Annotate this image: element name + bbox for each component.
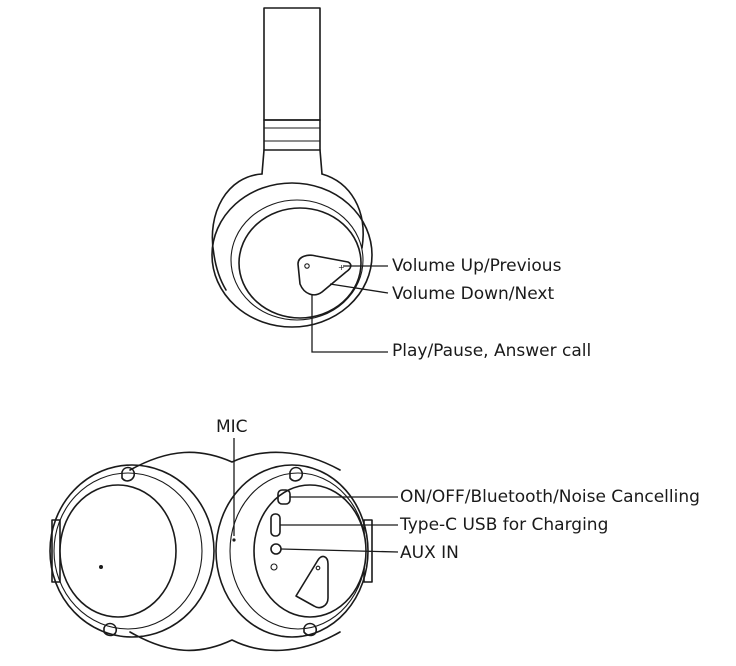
left-dot xyxy=(99,565,103,569)
led-indicator xyxy=(270,563,278,571)
label-volume-down: Volume Down/Next xyxy=(392,284,555,304)
headband-arc-top xyxy=(129,451,341,471)
label-usb: Type-C USB for Charging xyxy=(400,515,609,535)
left-earcup-ring xyxy=(53,472,203,630)
right-clip-bottom xyxy=(303,622,318,637)
leader-aux xyxy=(280,548,399,553)
earcup-outer xyxy=(211,182,373,328)
label-play-pause: Play/Pause, Answer call xyxy=(392,341,592,361)
label-volume-up: Volume Up/Previous xyxy=(392,256,562,276)
headband-arc-bottom xyxy=(129,631,341,652)
svg-text:+: + xyxy=(338,263,345,272)
leader-play-pause xyxy=(311,294,388,353)
headphone-side-view: + xyxy=(211,7,389,353)
left-earcup-plate xyxy=(59,484,177,618)
headband-fork xyxy=(261,149,323,175)
label-mic: MIC xyxy=(216,417,248,437)
touch-dot xyxy=(304,263,310,269)
yoke-right xyxy=(321,173,364,249)
earcup-plate xyxy=(238,207,362,319)
left-earcup-outer xyxy=(49,464,215,638)
touch-control-pad xyxy=(297,254,352,296)
headband-upper xyxy=(263,7,321,121)
right-touch-pad xyxy=(295,555,329,609)
yoke-left xyxy=(211,173,263,291)
right-clip-top xyxy=(289,466,304,482)
left-clip-top xyxy=(121,466,136,482)
leader-volume-down xyxy=(329,283,389,294)
headphone-front-view xyxy=(49,438,399,652)
mic-hole xyxy=(232,538,236,542)
label-power: ON/OFF/Bluetooth/Noise Cancelling xyxy=(400,487,700,507)
earcup-ring xyxy=(230,199,364,321)
right-touch-dot xyxy=(315,565,321,571)
label-aux: AUX IN xyxy=(400,543,459,563)
left-clip-bottom xyxy=(103,622,118,637)
headband-slider xyxy=(263,119,321,151)
